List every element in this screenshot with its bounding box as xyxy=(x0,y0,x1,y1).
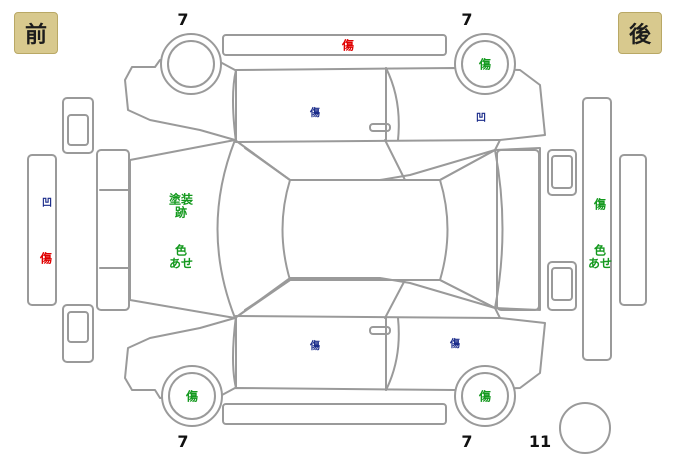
wheel-number-top-left: 7 xyxy=(177,10,189,29)
rear-taillight-top xyxy=(547,149,577,196)
rear-bumper-side xyxy=(619,154,647,306)
front-headlight-top xyxy=(62,97,94,154)
mark-bottom-front-door: 傷 xyxy=(310,340,320,352)
top-door-handle xyxy=(369,123,391,132)
wheel-number-top-right: 7 xyxy=(461,10,473,29)
front-badge: 前 xyxy=(14,12,58,54)
front-bumper-inner xyxy=(96,149,130,311)
mark-top-roof-rail: 傷 xyxy=(341,38,355,53)
mark-front-bumper-scratch: 傷 xyxy=(39,251,53,266)
bottom-door-handle xyxy=(369,326,391,335)
mark-top-side-door: 傷 xyxy=(310,107,320,119)
mark-rear-bumper-fade: 色 あせ xyxy=(587,243,613,270)
mark-bottom-right-wheel: 傷 xyxy=(478,389,492,404)
mark-hood-fade: 色 あせ xyxy=(168,243,194,270)
rear-bumper-inner xyxy=(496,149,540,311)
mark-bottom-left-wheel: 傷 xyxy=(185,389,199,404)
mark-top-right-wheel: 傷 xyxy=(478,57,492,72)
rear-badge: 後 xyxy=(618,12,662,54)
wheel-number-bottom-left: 7 xyxy=(177,432,189,451)
rear-bumper-outer xyxy=(582,97,612,361)
bottom-roof-rail xyxy=(222,403,447,425)
bottom-side-body xyxy=(124,277,546,399)
top-view-body xyxy=(129,139,541,319)
spare-tire xyxy=(559,402,611,454)
cabin-roof xyxy=(281,179,449,281)
top-roof-rail xyxy=(222,34,447,56)
mark-bottom-rear-door: 傷 xyxy=(450,338,460,350)
mark-hood-paint: 塗装 跡 xyxy=(168,192,194,219)
top-side-body xyxy=(124,59,546,181)
front-bumper-outer xyxy=(27,154,57,306)
wheel-number-bottom-right: 7 xyxy=(461,432,473,451)
mark-top-side-rear-door: 凹 xyxy=(476,112,486,124)
rear-taillight-bottom xyxy=(547,261,577,311)
mark-front-bumper-dent: 凹 xyxy=(42,197,52,209)
front-headlight-bottom xyxy=(62,304,94,363)
windshield-front xyxy=(216,139,236,319)
spare-tire-number: 11 xyxy=(528,432,552,451)
mark-rear-bumper-scratch: 傷 xyxy=(593,197,607,212)
